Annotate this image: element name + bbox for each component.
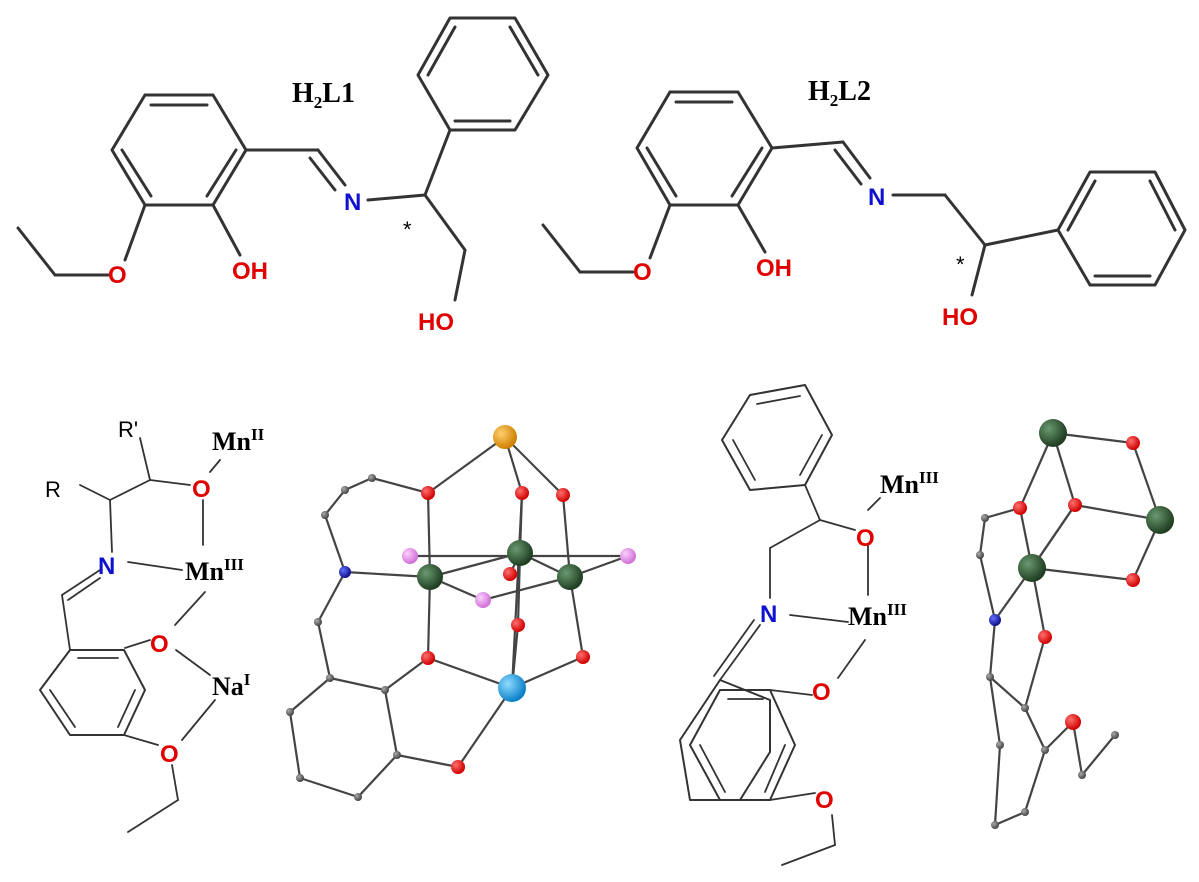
carbon-atom bbox=[1041, 746, 1049, 754]
mode2-ethoxy-o: O bbox=[815, 787, 834, 814]
carbon-atom bbox=[296, 774, 304, 782]
mode1-r: R bbox=[45, 477, 61, 502]
carbon-atom bbox=[341, 486, 349, 494]
h2l1-phenol-oh: OH bbox=[232, 258, 268, 285]
carbon-atom bbox=[1021, 704, 1029, 712]
carbon-atom bbox=[1111, 731, 1119, 739]
h2l2-alcohol-ho: HO bbox=[942, 304, 978, 331]
manganese-atom bbox=[1039, 419, 1067, 447]
mode1-ethoxy-o: O bbox=[160, 741, 179, 768]
mode2-alkoxo-o: O bbox=[856, 525, 875, 552]
oxygen-atom bbox=[1068, 498, 1082, 512]
fluorine-atom bbox=[475, 592, 491, 608]
manganese-atom bbox=[557, 564, 583, 590]
carbon-atom bbox=[981, 514, 989, 522]
h2l1-imine-n: N bbox=[344, 189, 361, 216]
sulfur-atom bbox=[493, 425, 517, 449]
mode2-mn-iii-top: MnIII bbox=[880, 468, 939, 499]
bs2-bonds bbox=[978, 431, 1162, 827]
h2l1-title: H2L1 bbox=[292, 78, 355, 112]
oxygen-atom bbox=[1126, 573, 1140, 587]
carbon-atom bbox=[393, 751, 401, 759]
h2l1-alcohol-ho: HO bbox=[418, 309, 454, 336]
mode2-phenoxo-o: O bbox=[812, 679, 831, 706]
carbon-atom bbox=[326, 674, 334, 682]
carbon-atom bbox=[321, 511, 329, 519]
nitrogen-atom bbox=[989, 614, 1001, 626]
coordination-mode-h2l1: R' R N O O O MnII MnIII NaI bbox=[39, 417, 265, 833]
mode1-mn-ii: MnII bbox=[212, 425, 265, 456]
oxygen-atom bbox=[1038, 630, 1052, 644]
carbon-atom bbox=[314, 618, 322, 626]
carbon-atom bbox=[1078, 771, 1086, 779]
h2l2-bonds bbox=[541, 90, 1187, 297]
h2l2-chiral-star: * bbox=[956, 252, 965, 277]
fluorine-atom bbox=[620, 548, 636, 564]
oxygen-atom bbox=[451, 760, 465, 774]
manganese-atom bbox=[507, 540, 533, 566]
oxygen-atom bbox=[515, 486, 529, 500]
carbon-atom bbox=[381, 686, 389, 694]
fluorine-atom bbox=[402, 548, 418, 564]
ball-stick-model-1 bbox=[286, 425, 636, 801]
h2l1-bonds bbox=[16, 16, 550, 302]
ligand-h2l1: H2L1 O OH N * HO bbox=[16, 16, 550, 336]
h2l2-imine-n: N bbox=[868, 184, 885, 211]
manganese-atom bbox=[417, 564, 443, 590]
manganese-atom bbox=[1018, 554, 1046, 582]
bs1-atoms bbox=[286, 425, 636, 801]
sodium-atom bbox=[498, 674, 526, 702]
mode2-mn-iii: MnIII bbox=[848, 600, 907, 631]
mode2-bonds bbox=[679, 384, 881, 866]
ligand-h2l2: H2L2 O OH N * HO bbox=[541, 76, 1187, 331]
bs1-bonds bbox=[288, 436, 629, 799]
oxygen-atom bbox=[1013, 501, 1027, 515]
manganese-atom bbox=[1146, 506, 1174, 534]
oxygen-atom bbox=[1065, 714, 1081, 730]
oxygen-atom bbox=[511, 618, 525, 632]
h2l1-ethoxy-o: O bbox=[108, 262, 127, 289]
mode1-n: N bbox=[98, 553, 115, 580]
ball-stick-model-2 bbox=[976, 419, 1174, 829]
carbon-atom bbox=[996, 741, 1004, 749]
oxygen-atom bbox=[421, 486, 435, 500]
mode2-n: N bbox=[760, 601, 777, 628]
carbon-atom bbox=[368, 474, 376, 482]
bs2-atoms bbox=[976, 419, 1174, 829]
h2l2-title: H2L2 bbox=[808, 76, 871, 110]
carbon-atom bbox=[991, 821, 999, 829]
nitrogen-atom bbox=[339, 566, 351, 578]
carbon-atom bbox=[1021, 808, 1029, 816]
oxygen-atom bbox=[1126, 436, 1140, 450]
mode1-r-prime: R' bbox=[118, 417, 138, 442]
oxygen-atom bbox=[576, 650, 590, 664]
carbon-atom bbox=[986, 673, 994, 681]
carbon-atom bbox=[286, 708, 294, 716]
coordination-mode-h2l2: MnIII O N MnIII O O bbox=[679, 384, 939, 866]
h2l2-ethoxy-o: O bbox=[633, 259, 652, 286]
mode1-bonds bbox=[39, 437, 221, 833]
oxygen-atom bbox=[503, 567, 517, 581]
carbon-atom bbox=[354, 793, 362, 801]
h2l1-chiral-star: * bbox=[403, 217, 412, 242]
mode1-na-i: NaI bbox=[212, 670, 251, 701]
oxygen-atom bbox=[556, 488, 570, 502]
carbon-atom bbox=[976, 551, 984, 559]
mode1-mn-iii: MnIII bbox=[185, 555, 244, 586]
mode1-phenoxo-o: O bbox=[150, 631, 169, 658]
mode1-alkoxo-o: O bbox=[192, 476, 211, 503]
oxygen-atom bbox=[421, 651, 435, 665]
h2l2-phenol-oh: OH bbox=[756, 255, 792, 282]
